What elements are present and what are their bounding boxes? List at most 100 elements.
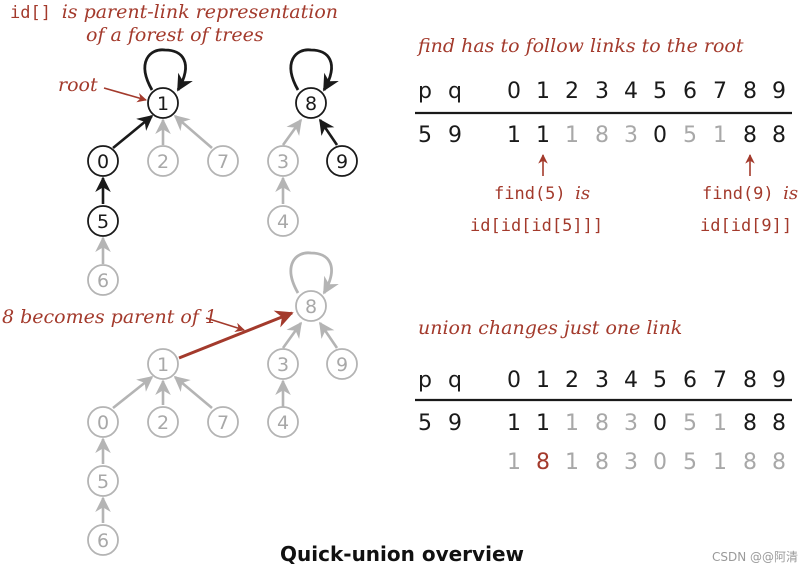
svg-text:6: 6	[97, 270, 109, 292]
edge-1-8-new	[178, 310, 294, 360]
id-array-cell: 1	[565, 123, 579, 148]
table-header-cell: 7	[713, 368, 727, 393]
q-value-cell: 9	[448, 123, 462, 148]
id-array-cell: 8	[772, 123, 786, 148]
tree-node: 8	[295, 290, 327, 322]
tree-node: 3	[267, 145, 299, 177]
svg-text:4: 4	[277, 211, 289, 233]
id-array-cell: 1	[536, 123, 550, 148]
tree-node: 9	[326, 145, 358, 177]
id-array-cell: 0	[653, 411, 667, 436]
tree-node: 2	[147, 145, 179, 177]
find9-label: find(9) is	[702, 183, 798, 204]
svg-text:2: 2	[157, 151, 169, 173]
table-header-cell: 6	[683, 79, 697, 104]
table-header-cell: 2	[565, 79, 579, 104]
id-array-cell: 5	[683, 411, 697, 436]
id-array-cell: 8	[772, 411, 786, 436]
self-loop-8	[289, 48, 339, 92]
id-array-cell: 8	[743, 411, 757, 436]
id-representation-caption: id[] is parent-link representation	[10, 1, 338, 23]
self-loop-8-bottom	[289, 251, 339, 295]
id-array-cell: 0	[653, 123, 667, 148]
table-header-cell: 7	[713, 79, 727, 104]
tree-node: 7	[207, 145, 239, 177]
id-array-cell: 5	[683, 123, 697, 148]
table-header-cell: 4	[624, 368, 638, 393]
top-forest-nodes: 1 0 2 7 5 6 8 3	[87, 87, 358, 296]
id-array-cell: 1	[507, 123, 521, 148]
table-header-cell: 1	[536, 79, 550, 104]
svg-text:0: 0	[97, 412, 109, 434]
top-forest-edges	[95, 48, 339, 264]
becomes-parent-arrow	[205, 317, 245, 332]
edge-9-8	[318, 118, 339, 146]
tree-node: 7	[207, 406, 239, 438]
edge-3-8-bottom	[281, 321, 303, 349]
id-array-cell: 1	[507, 450, 521, 475]
tree-node: 0	[87, 145, 119, 177]
tree-node: 1	[147, 348, 179, 380]
tree-node: 2	[147, 406, 179, 438]
table-header-cell: 0	[507, 368, 521, 393]
p-value-cell: 5	[418, 123, 432, 148]
id-array-cell: 0	[653, 450, 667, 475]
table-header-cell: 3	[595, 368, 609, 393]
table-header-cell: 4	[624, 79, 638, 104]
self-loop-1	[143, 48, 193, 92]
id-array-cell: 3	[624, 411, 638, 436]
bottom-forest-nodes: 8 1 3 9 0 2 7 4	[87, 290, 358, 556]
table-header-cell: 9	[772, 79, 786, 104]
svg-text:8: 8	[305, 296, 317, 318]
tree-node: 9	[326, 348, 358, 380]
id-array-cell: 1	[713, 450, 727, 475]
id-array-cell: 8	[743, 450, 757, 475]
svg-text:9: 9	[336, 151, 348, 173]
id-array-cell: 8	[536, 450, 550, 475]
svg-text:2: 2	[157, 412, 169, 434]
table-header-cell: 0	[507, 79, 521, 104]
edge-7-1-bottom	[173, 375, 213, 409]
id-array-cell: 1	[713, 123, 727, 148]
root-pointer-arrow	[103, 87, 147, 103]
id-array-cell: 8	[595, 450, 609, 475]
edge-3-8	[281, 118, 303, 146]
becomes-parent-label: 8 becomes parent of 1	[2, 306, 217, 328]
id-array-cell: 1	[536, 411, 550, 436]
table-header-cell: p	[418, 368, 432, 393]
id-array-cell: 3	[624, 450, 638, 475]
id-array-cell: 8	[772, 450, 786, 475]
edge-9-8-bottom	[318, 321, 339, 349]
svg-text:9: 9	[336, 354, 348, 376]
tree-node: 1	[147, 87, 179, 119]
id-array-cell: 3	[624, 123, 638, 148]
find5-label: find(5) is	[494, 183, 590, 204]
forest-of-trees-caption: of a forest of trees	[86, 24, 264, 46]
svg-text:6: 6	[97, 530, 109, 552]
table-header-cell: 5	[653, 79, 667, 104]
table-header-cell: 2	[565, 368, 579, 393]
edge-0-1	[112, 114, 154, 150]
tree-node: 8	[295, 87, 327, 119]
tree-node: 3	[267, 348, 299, 380]
svg-text:7: 7	[217, 151, 229, 173]
tree-node: 0	[87, 406, 119, 438]
tree-node: 4	[267, 406, 299, 438]
table-header-cell: q	[448, 79, 462, 104]
id-array-cell: 1	[507, 411, 521, 436]
table-header-cell: 8	[743, 368, 757, 393]
id-array-cell: 1	[713, 411, 727, 436]
svg-text:1: 1	[157, 354, 169, 376]
svg-text:1: 1	[157, 93, 169, 115]
find9-expression: id[id[9]]	[700, 216, 792, 236]
svg-text:3: 3	[277, 151, 289, 173]
tree-node: 5	[87, 205, 119, 237]
find5-expression: id[id[id[5]]]	[470, 216, 603, 236]
tree-node: 4	[267, 205, 299, 237]
p-value-cell: 5	[418, 411, 432, 436]
union-header: union changes just one link	[418, 317, 682, 339]
table-header-cell: 1	[536, 368, 550, 393]
